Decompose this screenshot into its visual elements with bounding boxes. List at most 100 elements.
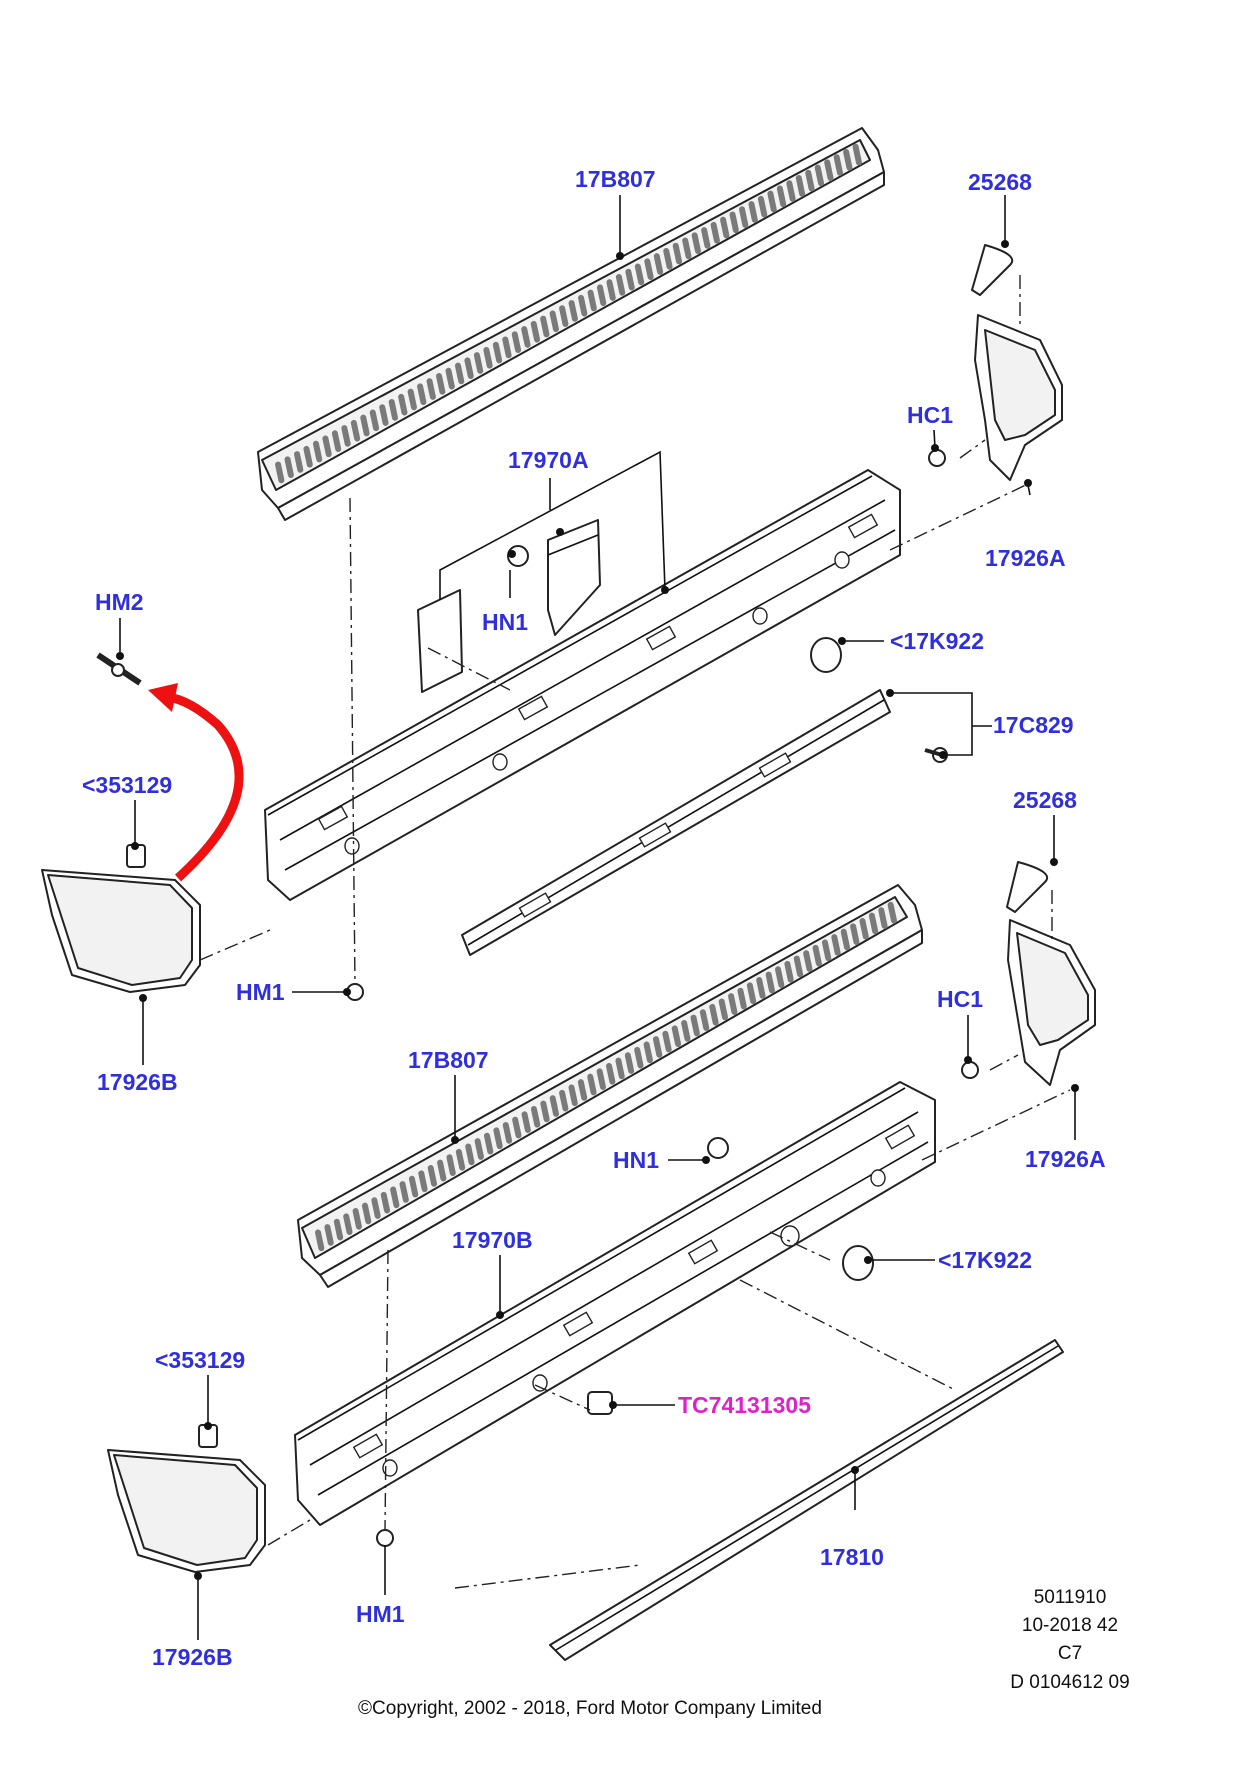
label-tc74131305[interactable]: TC74131305 (678, 1392, 811, 1418)
step-pad-groove (379, 404, 389, 426)
step-bar-bottom[interactable] (294, 1081, 936, 1526)
step-pad-groove (407, 388, 417, 411)
label-hc1-top[interactable]: HC1 (907, 402, 953, 428)
label-17k922-mid[interactable]: <17K922 (938, 1247, 1032, 1273)
drawing-number: 5011910 (1034, 1587, 1107, 1608)
fastener-hn1-mid[interactable] (707, 1137, 729, 1159)
label-17926b-bot[interactable]: 17926B (152, 1644, 233, 1670)
step-pad-groove (577, 1079, 588, 1101)
step-pad-bottom[interactable] (297, 884, 923, 1288)
step-pad-groove (371, 1197, 381, 1219)
fastener-hc1-mid[interactable] (961, 1061, 979, 1079)
step-pad-groove (333, 1218, 344, 1241)
fastener-hm2[interactable] (96, 652, 142, 686)
step-pad-groove (465, 1143, 475, 1166)
step-pad-groove (284, 456, 294, 479)
fastener-hc1-top[interactable] (928, 449, 946, 467)
step-pad-groove (691, 232, 701, 254)
fastener-hm1-bottom[interactable] (376, 1529, 394, 1547)
label-hn1-top[interactable]: HN1 (482, 609, 528, 635)
step-pad-groove (417, 383, 427, 406)
bracket-plate[interactable] (417, 519, 601, 693)
end-cap-left-bottom[interactable] (107, 1449, 266, 1573)
step-pad-groove (473, 352, 484, 374)
step-pad-groove (821, 939, 832, 962)
label-17810[interactable]: 17810 (820, 1544, 884, 1570)
step-pad-groove (418, 1170, 428, 1193)
label-17c829[interactable]: 17C829 (993, 712, 1074, 738)
label-25268-mid[interactable]: 25268 (1013, 787, 1077, 813)
step-pad-groove (644, 258, 654, 281)
step-pad-groove (427, 1165, 438, 1187)
sensor-tc74131305[interactable] (587, 1391, 613, 1415)
end-cap-left-top[interactable] (41, 869, 201, 993)
label-17970a[interactable]: 17970A (508, 447, 589, 473)
label-25268-top[interactable]: 25268 (968, 169, 1032, 195)
label-353129-bot[interactable]: <353129 (155, 1347, 245, 1373)
label-hm1-top[interactable]: HM1 (236, 979, 285, 1005)
step-pad-groove (776, 185, 787, 208)
step-pad-groove (559, 1089, 569, 1112)
step-pad-groove (578, 294, 588, 317)
step-pad-groove (596, 1068, 606, 1091)
label-353129-top[interactable]: <353129 (82, 772, 172, 798)
step-pad-groove (767, 190, 777, 213)
step-pad-groove (671, 1025, 682, 1048)
label-hm1-bot[interactable]: HM1 (356, 1601, 405, 1627)
step-pad-groove (398, 393, 408, 416)
step-pad-groove (549, 310, 559, 333)
label-hm2[interactable]: HM2 (95, 589, 144, 615)
step-pad-groove (634, 263, 645, 286)
end-cap-right-bottom[interactable] (1007, 919, 1096, 1086)
label-17b807-mid[interactable]: 17B807 (408, 1047, 489, 1073)
step-pad-groove (690, 1014, 700, 1037)
label-17970b[interactable]: 17970B (452, 1227, 533, 1253)
drawing-code: C7 (1058, 1643, 1082, 1664)
step-pad-groove (624, 1052, 635, 1074)
label-hc1-mid[interactable]: HC1 (937, 986, 983, 1012)
label-17926a-top[interactable]: 17926A (985, 545, 1066, 571)
step-pad-groove (388, 399, 399, 421)
end-cap-right-top[interactable] (974, 314, 1063, 481)
label-hn1-mid[interactable]: HN1 (613, 1147, 659, 1173)
step-pad-groove (784, 960, 794, 983)
step-pad-groove (502, 1122, 513, 1144)
step-pad-groove (709, 1003, 719, 1026)
step-pad-groove (312, 440, 323, 463)
callout-labels: 17B807 25268 HC1 17970A HM2 HN1 <17K922 … (82, 166, 1106, 1670)
step-pad-groove (748, 201, 758, 223)
step-pad-groove (331, 430, 342, 452)
drawing-ref: D 0104612 09 (1010, 1672, 1129, 1693)
label-17926b-top[interactable]: 17926B (97, 1069, 178, 1095)
step-pad-groove (774, 966, 785, 988)
step-pad-groove (720, 216, 730, 239)
step-pad-groove (625, 268, 635, 291)
grommet-17k922-top[interactable] (810, 637, 842, 673)
step-pad-groove (341, 425, 351, 447)
step-pad-groove (663, 247, 673, 270)
long-trim-strip[interactable] (549, 1339, 1064, 1661)
step-pad-groove (859, 917, 869, 940)
step-pad-groove (606, 1062, 616, 1085)
grommet-17k922-mid[interactable] (842, 1245, 874, 1281)
clip-25268-middle[interactable] (1006, 861, 1049, 913)
step-pad-groove (824, 159, 834, 182)
step-pad-groove (455, 1148, 466, 1171)
step-pad-groove (852, 143, 862, 166)
step-pad-groove (322, 435, 332, 458)
step-pad-groove (390, 1186, 400, 1209)
step-pad-groove (756, 977, 766, 999)
label-17926a-mid[interactable]: 17926A (1025, 1146, 1106, 1172)
step-pad-groove (672, 242, 683, 265)
clip-25268-top[interactable] (971, 244, 1014, 296)
step-pad-top[interactable] (257, 127, 885, 521)
step-bar-top[interactable] (264, 469, 901, 901)
label-17b807-top[interactable]: 17B807 (575, 166, 656, 192)
step-pad-groove (445, 367, 455, 390)
step-pad-groove (530, 320, 541, 343)
step-pad-groove (294, 451, 304, 473)
lower-trim-strip[interactable] (461, 689, 891, 956)
step-pad-groove (653, 253, 664, 275)
label-17k922-top[interactable]: <17K922 (890, 628, 984, 654)
